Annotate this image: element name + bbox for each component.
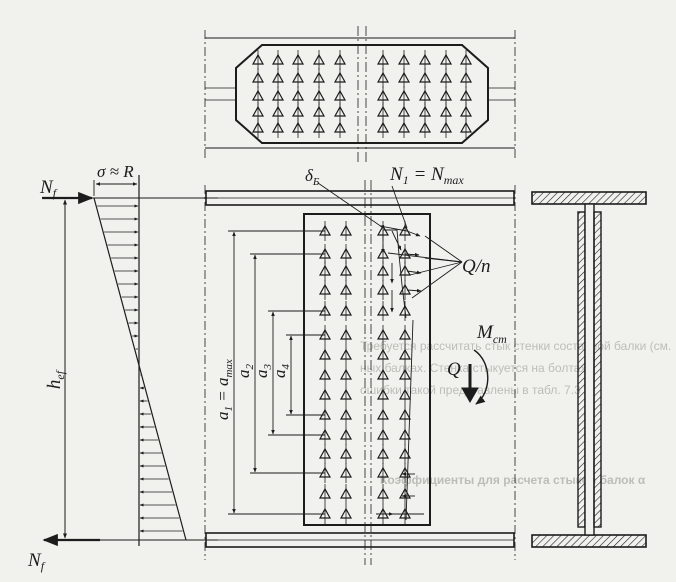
- a2-label: a2: [234, 364, 256, 379]
- beam-elevation: [204, 180, 516, 565]
- a3-label: a3: [252, 364, 274, 379]
- nf-top-label: Nf: [39, 177, 58, 200]
- section-right-plate: [593, 211, 602, 528]
- section-web: [584, 203, 595, 536]
- n1-label: N1 = Nmax: [389, 164, 464, 187]
- bleed-line: ных балках. Cтенка стыкуется на болтах: [360, 361, 586, 375]
- nf-bottom-label: Nf: [27, 550, 46, 573]
- hef-label: hef: [44, 369, 67, 389]
- labels: Nf Nf σ ≈ R hef δБ N1 = Nmax Q/n Mст Q a…: [27, 162, 507, 573]
- stress-diagram: [42, 175, 218, 547]
- section-top-flange: [531, 191, 647, 205]
- web-splice-plate: [303, 213, 431, 526]
- moment-arc: [473, 349, 489, 405]
- a1-label: a1 = amax: [213, 359, 235, 420]
- bleed-line: Коэффициенты для расчета стыков балок α: [380, 473, 646, 487]
- delta-b-label: δБ: [305, 166, 320, 188]
- sigma-label: σ ≈ R: [97, 162, 134, 181]
- stress-line: [93, 197, 187, 541]
- q-over-n-label: Q/n: [462, 256, 491, 277]
- moment-label: Mст: [476, 322, 507, 346]
- load-symbols: [461, 349, 489, 405]
- cross-section: [531, 191, 647, 548]
- section-bottom-flange: [531, 534, 647, 548]
- flange-bolt-group: [251, 50, 473, 138]
- shear-label: Q: [447, 359, 461, 380]
- stress-arrows: [97, 204, 183, 533]
- dimension-lines: [228, 230, 325, 515]
- bleed-line: Требуется рассчитать стык стенки составн…: [360, 339, 671, 353]
- a4-label: a4: [270, 364, 292, 379]
- flange-plate-plan: [204, 26, 516, 162]
- cover-plate-outline: [235, 44, 489, 144]
- section-left-plate: [577, 211, 586, 528]
- web-bolt-group: [318, 221, 412, 524]
